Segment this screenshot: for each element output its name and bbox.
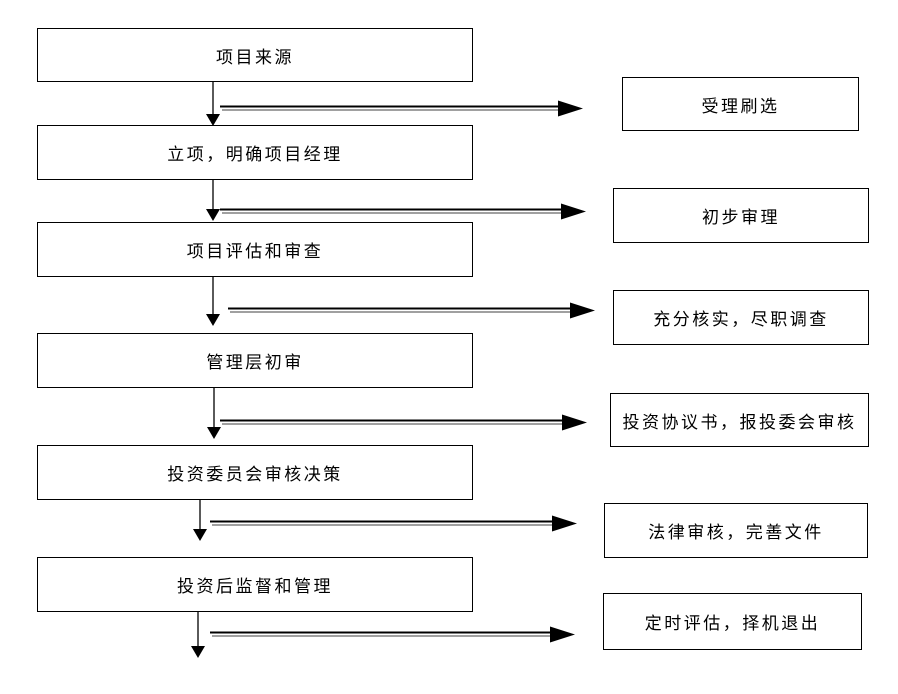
branch-arrow-3 <box>228 302 595 319</box>
flow-step-6: 投资后监督和管理 <box>37 557 473 612</box>
branch-step-2: 初步审理 <box>613 188 869 243</box>
down-arrow-4 <box>207 388 221 439</box>
branch-arrow-1 <box>220 100 583 117</box>
down-arrow-3 <box>206 277 220 326</box>
branch-arrow-5 <box>210 515 577 532</box>
branch-arrow-2 <box>220 203 586 220</box>
branch-step-5-label: 法律审核，完善文件 <box>648 523 824 543</box>
branch-step-2-label: 初步审理 <box>702 208 780 228</box>
branch-step-1: 受理刷选 <box>622 77 859 131</box>
down-arrow-1 <box>206 82 220 126</box>
flow-step-2-label: 立项，明确项目经理 <box>167 145 343 165</box>
flow-step-5: 投资委员会审核决策 <box>37 445 473 500</box>
flow-step-3-label: 项目评估和审查 <box>186 242 324 262</box>
flow-step-5-label: 投资委员会审核决策 <box>167 465 343 485</box>
down-arrow-6 <box>191 612 205 658</box>
branch-step-4-label: 投资协议书，报投委会审核 <box>622 412 857 433</box>
branch-step-6-label: 定时评估，择机退出 <box>644 614 821 634</box>
branch-step-1-label: 受理刷选 <box>701 96 780 117</box>
flow-step-4-label: 管理层初审 <box>206 353 304 373</box>
flow-step-1: 项目来源 <box>37 28 473 82</box>
branch-step-6: 定时评估，择机退出 <box>603 593 862 650</box>
branch-step-4: 投资协议书，报投委会审核 <box>610 393 869 447</box>
branch-arrow-4 <box>220 414 587 431</box>
down-arrow-5 <box>193 500 207 541</box>
branch-step-3-label: 充分核实，尽职调查 <box>653 310 829 330</box>
branch-arrow-6 <box>210 626 575 643</box>
down-arrow-2 <box>206 180 220 221</box>
flow-step-3: 项目评估和审查 <box>37 222 473 277</box>
flow-step-2: 立项，明确项目经理 <box>37 125 473 180</box>
branch-step-3: 充分核实，尽职调查 <box>613 290 869 345</box>
flow-step-4: 管理层初审 <box>37 333 473 388</box>
flow-step-6-label: 投资后监督和管理 <box>177 577 333 597</box>
branch-step-5: 法律审核，完善文件 <box>604 503 868 558</box>
flow-step-1-label: 项目来源 <box>216 47 294 68</box>
